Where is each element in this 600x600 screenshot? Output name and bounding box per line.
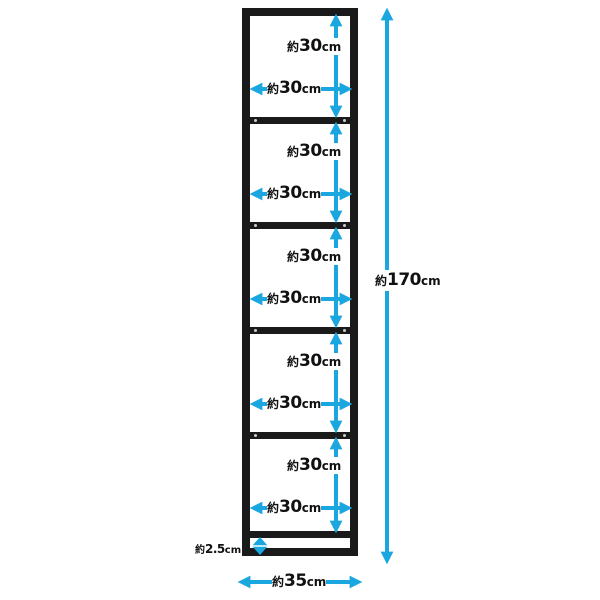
- tier-5-height-label: 約30cm: [287, 455, 342, 475]
- tier-1-width-label: 約30cm: [267, 78, 322, 98]
- shelf-2: [242, 222, 358, 229]
- bolt: [343, 434, 346, 437]
- tier-5-width-label: 約30cm: [267, 497, 322, 517]
- shelf-3: [242, 327, 358, 334]
- bolt: [254, 119, 257, 122]
- rack-right-post: [350, 8, 358, 556]
- tier-3-width-label: 約30cm: [267, 288, 322, 308]
- total-height-label: 約170cm: [375, 270, 441, 291]
- bolt: [254, 329, 257, 332]
- total-width-label: 約35cm: [272, 571, 327, 591]
- tier-1-height-label: 約30cm: [287, 36, 342, 56]
- bottom-clearance-label: 約2.5cm: [195, 542, 242, 556]
- tier-2-width-label: 約30cm: [267, 183, 322, 203]
- bolt: [254, 434, 257, 437]
- rack-bottom-bar: [242, 548, 358, 556]
- bolt: [254, 224, 257, 227]
- shelf-1: [242, 117, 358, 124]
- rack-left-post: [242, 8, 250, 556]
- rack-top-bar: [242, 8, 358, 16]
- shelf-4: [242, 432, 358, 439]
- tier-4-width-label: 約30cm: [267, 393, 322, 413]
- bolt: [343, 224, 346, 227]
- shelf-5: [242, 531, 358, 538]
- tier-2-height-label: 約30cm: [287, 141, 342, 161]
- bolt: [343, 329, 346, 332]
- bolt: [343, 119, 346, 122]
- tier-4-height-label: 約30cm: [287, 351, 342, 371]
- tier-3-height-label: 約30cm: [287, 246, 342, 266]
